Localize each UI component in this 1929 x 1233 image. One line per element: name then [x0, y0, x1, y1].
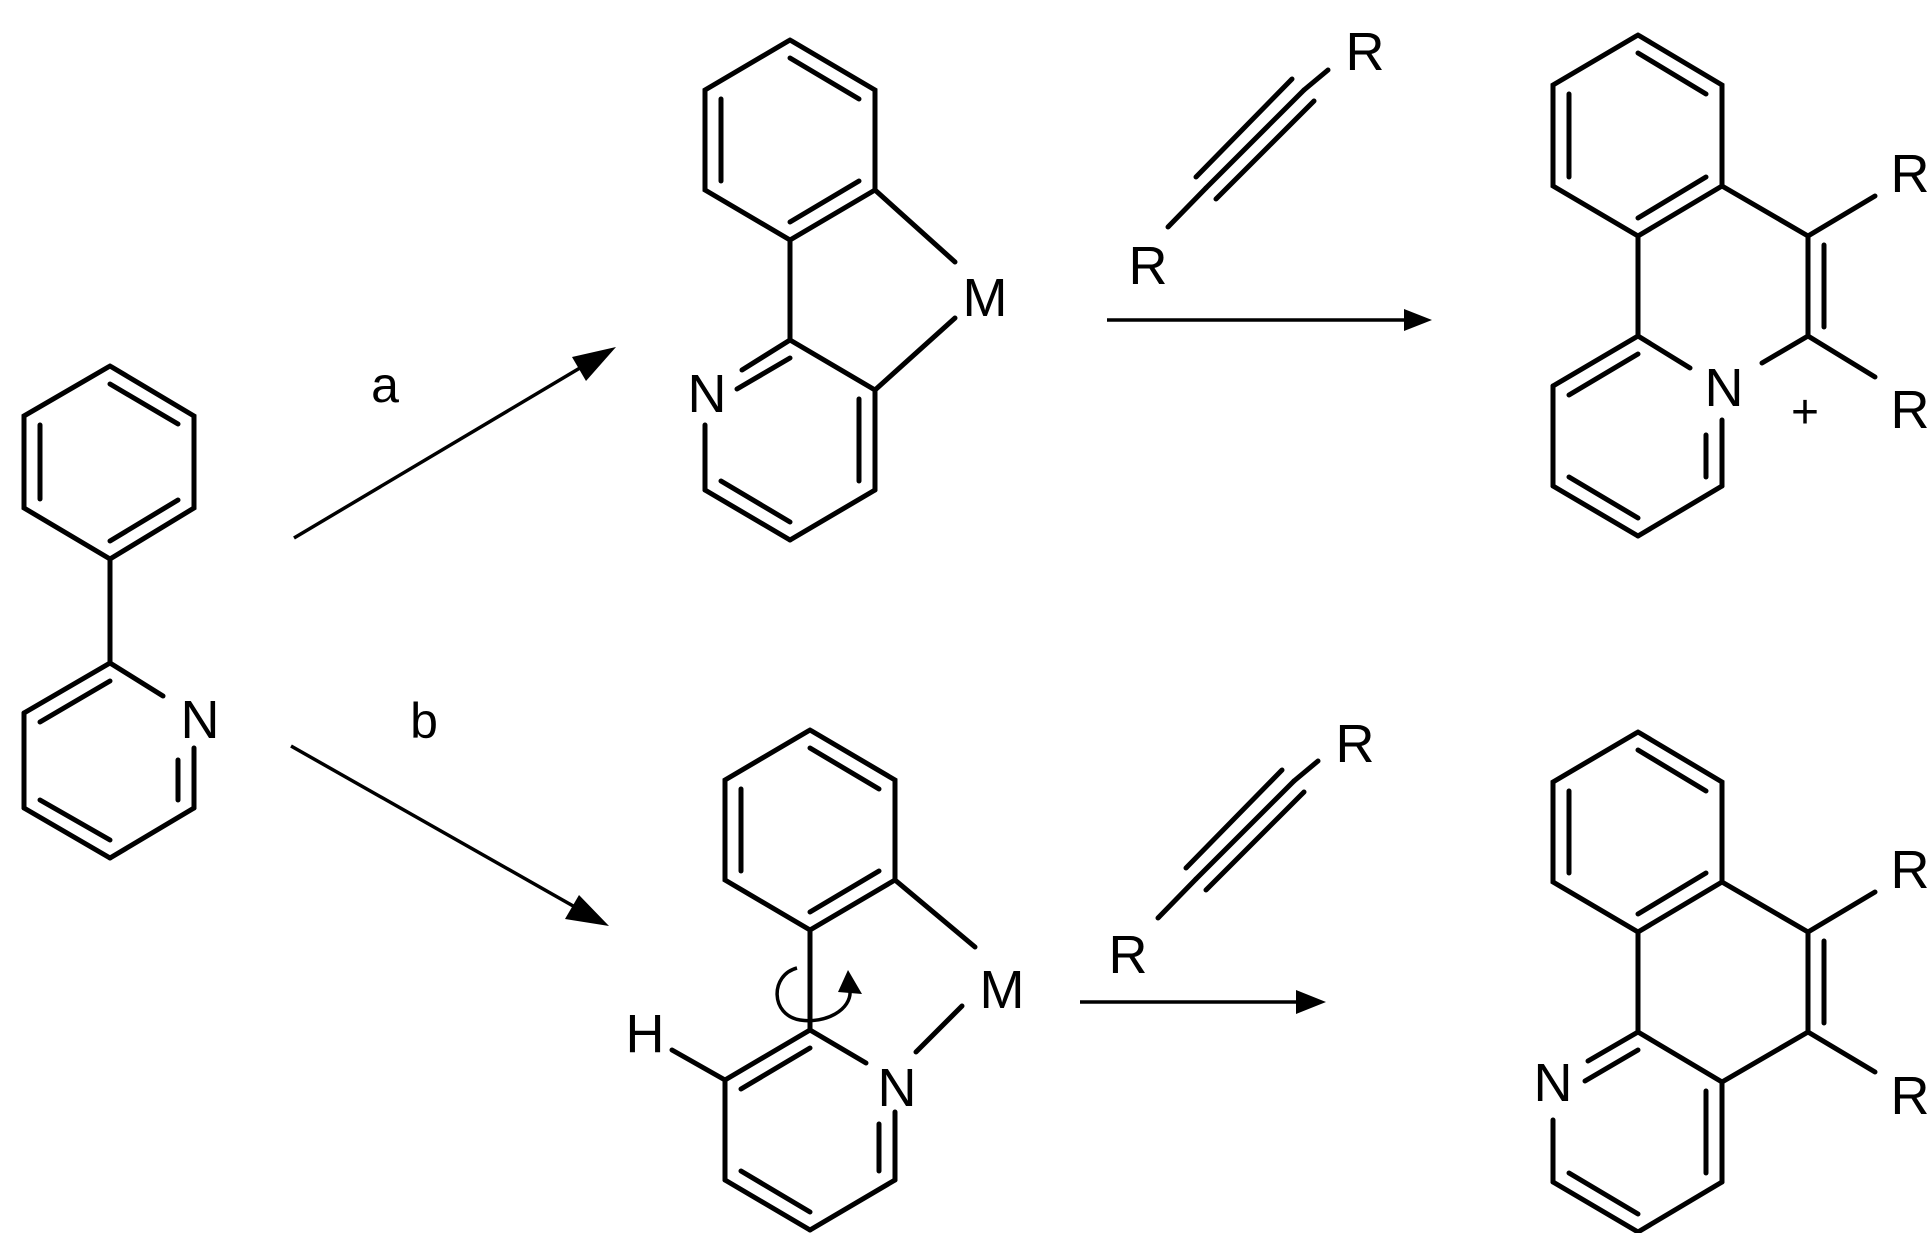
- substituent-label: R: [1336, 714, 1375, 774]
- path-b-arrow: b: [290, 693, 609, 926]
- nitrogen-label: N: [878, 1058, 917, 1118]
- substituent-label: R: [1891, 1066, 1929, 1126]
- substituent-label: R: [1891, 380, 1929, 440]
- molecule-metallacycle-b: N M H: [626, 727, 1025, 1233]
- alkyne-reagent-bottom: R R: [1109, 714, 1375, 985]
- path-b-label: b: [410, 693, 438, 749]
- nitrogen-label: N: [1705, 358, 1744, 418]
- molecule-benzoquinoline-product: N R R: [1534, 729, 1929, 1233]
- molecule-metallacycle-a: N M: [688, 37, 1008, 543]
- reaction-arrow-bottom: [1080, 990, 1326, 1014]
- alkyne-reagent-top: R R: [1129, 22, 1385, 296]
- reaction-arrow-top: [1107, 309, 1432, 331]
- path-a-arrow: a: [293, 347, 616, 540]
- metal-label: M: [980, 960, 1025, 1020]
- molecule-isoquinolinium-product: N + R R: [1550, 32, 1929, 539]
- positive-charge: +: [1791, 386, 1819, 439]
- metal-label: M: [963, 268, 1008, 328]
- molecule-2-phenylpyridine: N: [21, 363, 220, 861]
- substituent-label: R: [1346, 22, 1385, 82]
- substituent-label: R: [1129, 236, 1168, 296]
- substituent-label: R: [1891, 144, 1929, 204]
- path-a-label: a: [371, 357, 399, 413]
- substituent-label: R: [1891, 840, 1929, 900]
- nitrogen-label: N: [181, 690, 220, 750]
- substituent-label: R: [1109, 925, 1148, 985]
- nitrogen-label: N: [688, 364, 727, 424]
- nitrogen-label: N: [1534, 1053, 1573, 1113]
- hydrogen-label: H: [626, 1004, 665, 1064]
